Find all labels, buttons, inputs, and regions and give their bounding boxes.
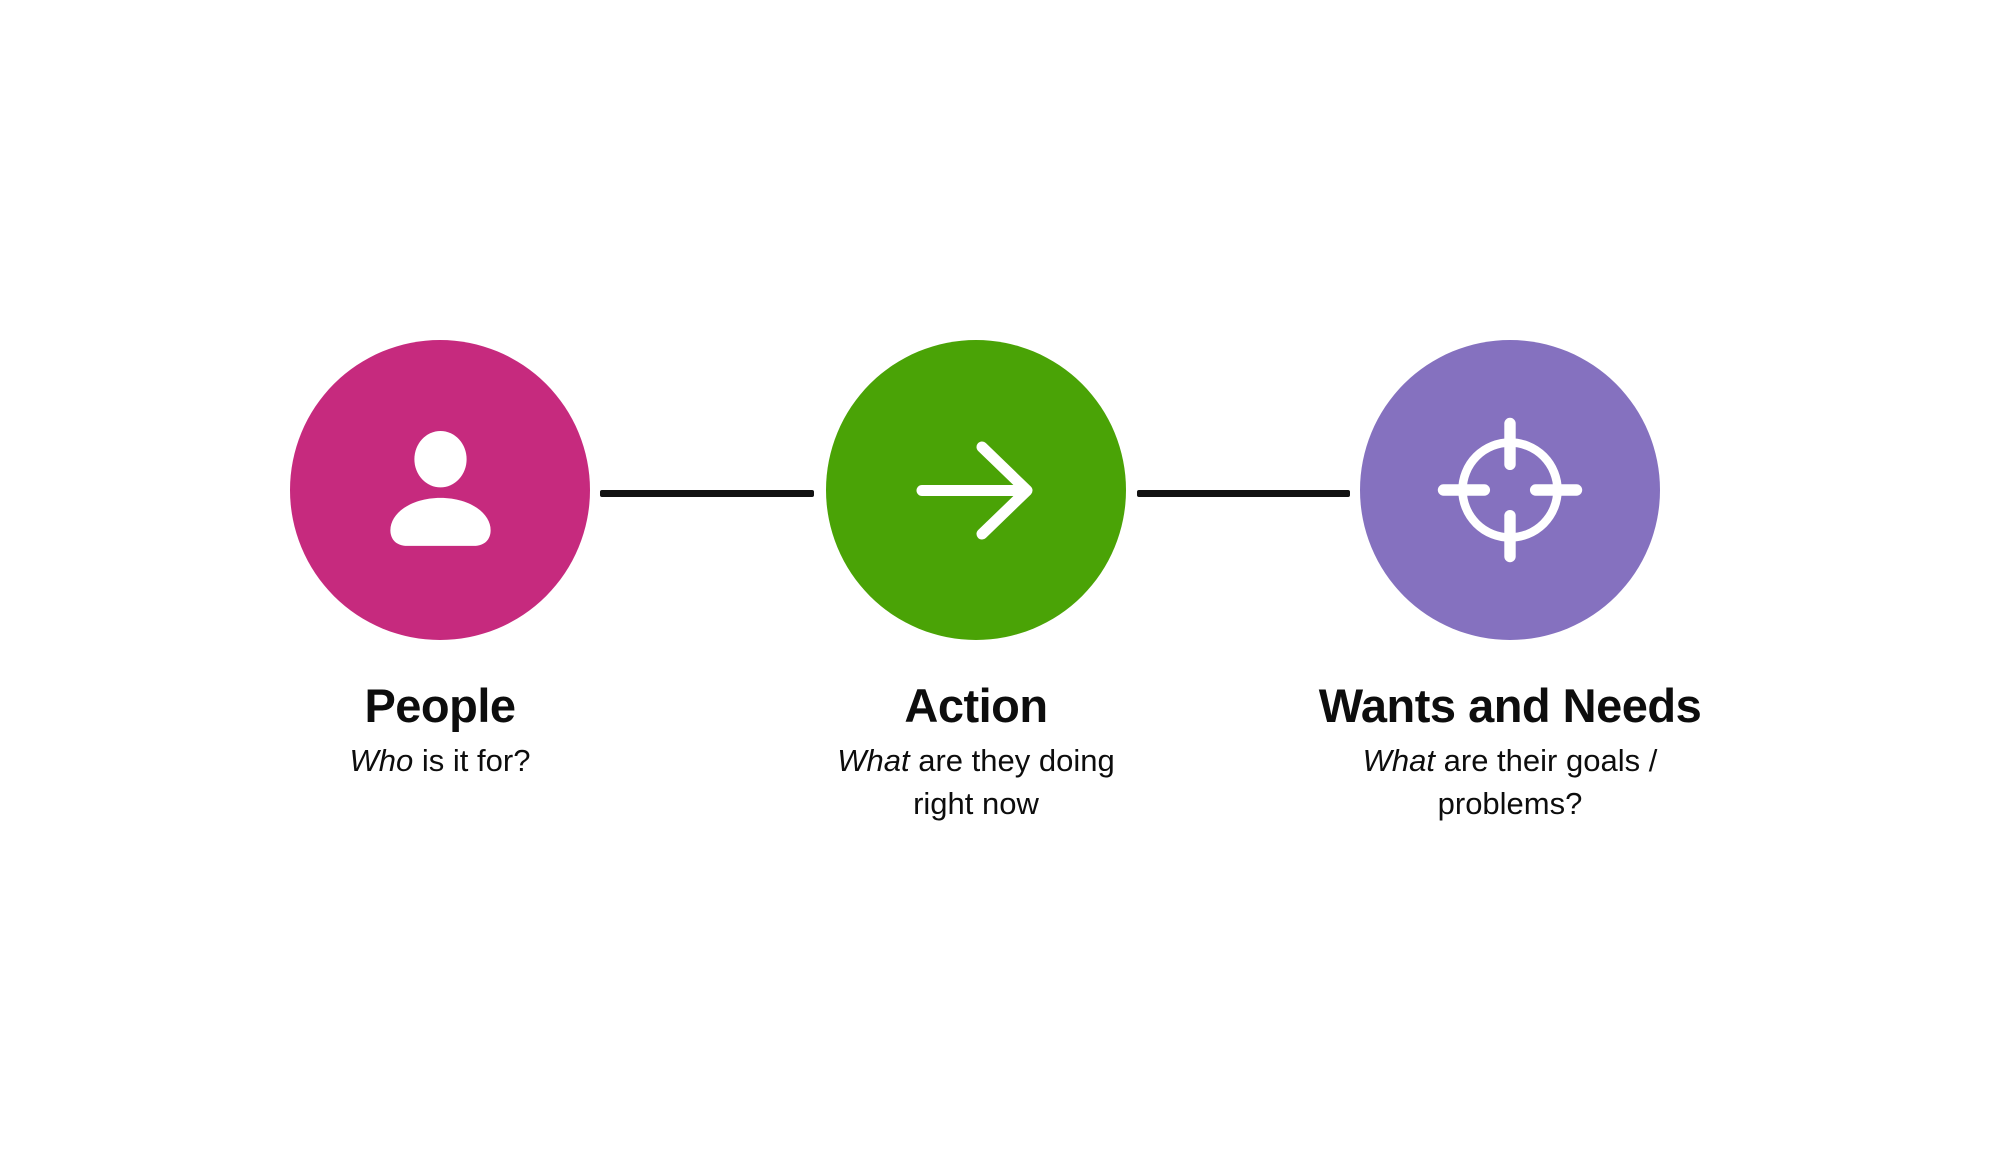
- node-people: People Who is it for?: [180, 340, 700, 782]
- node-title-people: People: [364, 679, 516, 732]
- node-title-wants-and-needs: Wants and Needs: [1318, 679, 1702, 732]
- node-subtitle-action: What are they doing right now: [806, 739, 1146, 825]
- node-title-action: Action: [904, 679, 1048, 732]
- subtitle-emphasis: What: [1362, 743, 1436, 778]
- connector-line-action-wants: [1137, 490, 1350, 497]
- people-circle: [290, 340, 590, 640]
- node-action: Action What are they doing right now: [716, 340, 1236, 825]
- wants-circle: [1360, 340, 1660, 640]
- person-icon: [389, 431, 491, 546]
- subtitle-emphasis: Who: [349, 743, 414, 778]
- node-subtitle-people: Who is it for?: [270, 739, 610, 782]
- node-subtitle-wants-and-needs: What are their goals / problems?: [1340, 739, 1680, 825]
- connector-line-people-action: [600, 490, 814, 497]
- node-wants-and-needs: Wants and Needs What are their goals / p…: [1250, 340, 1770, 825]
- subtitle-rest: are their goals / problems?: [1435, 743, 1658, 821]
- subtitle-rest: are they doing right now: [909, 743, 1115, 821]
- arrow-right-icon: [916, 441, 1032, 539]
- subtitle-emphasis: What: [837, 743, 910, 778]
- target-icon: [1437, 417, 1583, 563]
- action-circle: [826, 340, 1126, 640]
- subtitle-rest: is it for?: [413, 743, 531, 778]
